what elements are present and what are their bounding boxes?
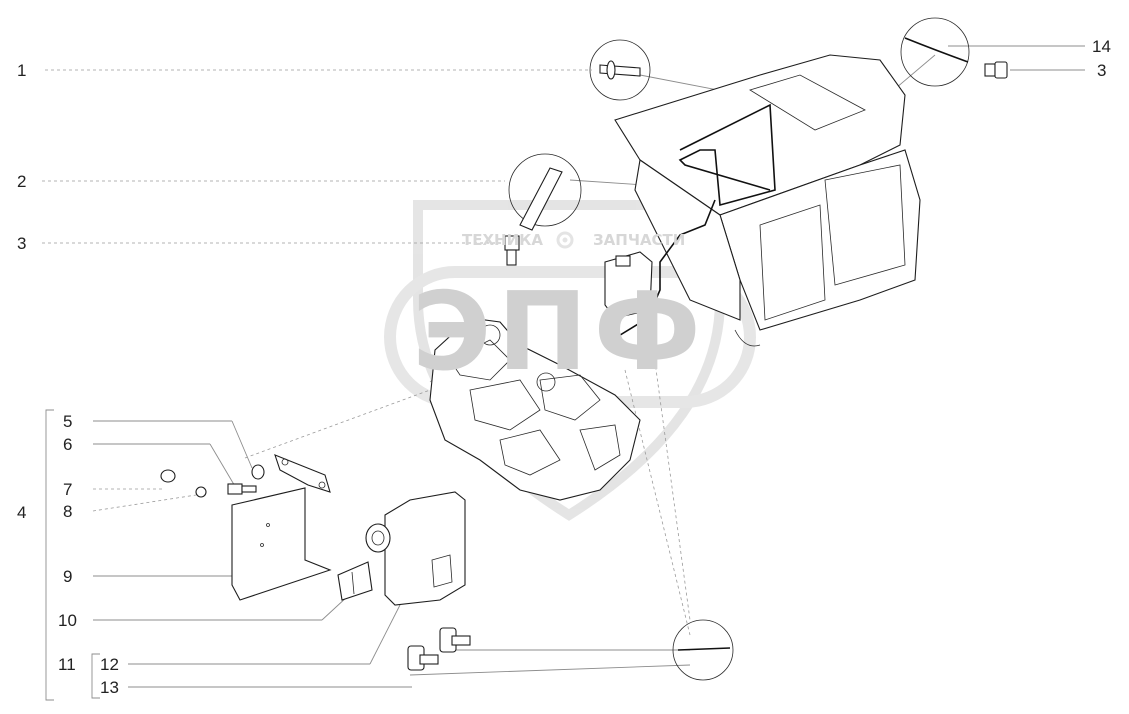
watermark-gear-icon: [556, 231, 574, 249]
callout-8: 8: [63, 502, 73, 521]
pump-12: [439, 627, 471, 653]
detail-hose-end: [900, 17, 970, 87]
callout-9: 9: [63, 567, 73, 586]
watermark-monogram: ЭПФ: [412, 270, 707, 395]
leader-lines: [42, 45, 1085, 688]
callout-5: 5: [63, 412, 73, 431]
fitting-3-right: [984, 61, 1008, 79]
callout-13: 13: [100, 678, 119, 697]
fitting-3-left: [504, 235, 520, 266]
tractor-cab: [611, 54, 921, 347]
callout-2: 2: [17, 172, 27, 191]
callout-4: 4: [17, 503, 27, 522]
washer-tank: [365, 491, 466, 606]
clamp-10: [337, 561, 373, 601]
callout-3-right: 3: [1097, 61, 1107, 80]
group-brackets: [45, 409, 100, 701]
callout-3-left: 3: [17, 234, 27, 253]
engine-housing: [429, 317, 641, 501]
detail-hose-section: [508, 153, 582, 231]
callout-7: 7: [63, 480, 73, 499]
callout-14: 14: [1092, 37, 1111, 56]
callout-10: 10: [58, 611, 77, 630]
reservoir-on-cab: [604, 251, 653, 319]
callout-1: 1: [17, 61, 27, 80]
watermark-word-left: ТЕХНИКА: [462, 231, 544, 249]
mounting-bracket-9: [231, 454, 332, 601]
bolt-5-washer-6: [227, 464, 265, 495]
callout-12: 12: [100, 655, 119, 674]
detail-hose-grommet: [589, 39, 651, 101]
callout-6: 6: [63, 435, 73, 454]
pump-13: [407, 645, 439, 671]
callout-11: 11: [58, 655, 76, 674]
detail-bottom-hose: [672, 619, 734, 681]
nut-7-washer-8: [160, 469, 207, 498]
watermark-word-right: ЗАПЧАСТИ: [593, 231, 686, 249]
